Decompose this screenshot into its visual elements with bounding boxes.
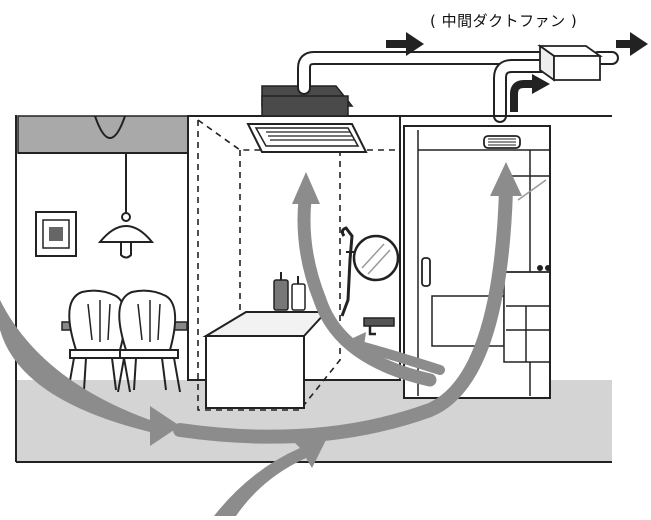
airflow-arrow-icon [173, 183, 513, 444]
ceiling-lamp-shade [94, 115, 126, 139]
duct-fan-box [537, 44, 603, 82]
mirror-icon [352, 234, 400, 282]
airflow-arrow-icon [0, 300, 330, 516]
bottle-icon [291, 283, 306, 311]
bathroom-ceiling-vent [246, 123, 368, 153]
airflow-arrow-head [292, 162, 522, 360]
exhaust-arrow-icon [510, 74, 550, 112]
washroom [400, 115, 612, 399]
door-handle [421, 257, 431, 287]
shower-head-icon [340, 226, 354, 317]
pendant-lamp-icon [97, 153, 155, 259]
floor-slab [16, 380, 612, 462]
fan-unit-box [261, 85, 354, 117]
bottle-icon [273, 279, 289, 311]
wall-picture [35, 211, 77, 257]
chair-icon [117, 289, 181, 393]
bathtub-front [205, 335, 305, 409]
bathroom [187, 115, 401, 411]
duct-fan-label: ( 中間ダクトファン ) [430, 12, 578, 30]
faucet-icon [363, 317, 395, 336]
exhaust-arrow-icon [386, 32, 424, 56]
exhaust-arrow-icon [616, 32, 648, 56]
